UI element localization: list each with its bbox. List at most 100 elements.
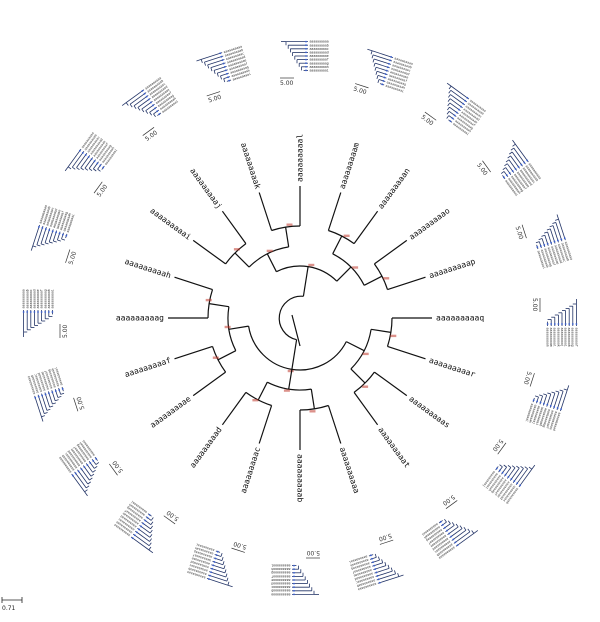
inset-node-dot — [48, 392, 50, 395]
inset-connector — [546, 228, 551, 231]
inset-node-dot — [212, 564, 215, 567]
inset-node-dot — [293, 589, 295, 592]
inset-connector — [373, 62, 376, 67]
inset-leaf-label: aaaaaaaaaf — [574, 328, 578, 347]
inset-leaf-branch — [76, 153, 88, 168]
inset-leaf-label: aaaaaaaaab — [310, 43, 329, 47]
inset-node-dot — [214, 557, 217, 560]
inset-leaf-label: aaaaaaaaah — [50, 368, 60, 388]
inset-leaf-branch — [58, 387, 62, 395]
inset-connector — [378, 556, 380, 561]
inset-connector — [76, 167, 80, 170]
inset-node-dot — [90, 158, 93, 161]
inset-leaf-label: aaaaaaaaai — [349, 554, 369, 564]
inset-node-dot — [455, 111, 458, 114]
leaf-label: aaaaaaaaaj — [188, 166, 224, 210]
inset-leaf-branch — [129, 92, 147, 105]
inset-leaf-label: aaaaaaaaaj — [560, 328, 564, 347]
inset-node-dot — [457, 108, 460, 111]
inset-node-dot — [305, 58, 307, 61]
inset-trees: aaaaaaaaafaaaaaaaaagaaaaaaaaahaaaaaaaaai… — [22, 40, 579, 597]
inset-node-dot — [546, 242, 549, 245]
inset-leaf-label: aaaaaaaaab — [188, 567, 208, 577]
inset-node-dot — [224, 69, 227, 72]
leaf-label: aaaaaaaaam — [338, 141, 361, 190]
leaf-label: aaaaaaaaak — [239, 141, 262, 190]
inset-connector — [40, 243, 45, 246]
internal-branch — [217, 350, 237, 361]
inset-connector — [87, 481, 91, 485]
inset-node-dot — [74, 472, 77, 475]
inset-connector — [381, 559, 384, 563]
inset-leaf-label: aaaaaaaaad — [271, 582, 290, 586]
inset-leaf-label: aaaaaaaaai — [310, 69, 329, 73]
inset-node-dot — [136, 531, 138, 534]
inset-leaf-branch — [553, 391, 560, 409]
inset-node-dot — [553, 406, 556, 408]
inset-connector — [145, 110, 149, 114]
inset-leaf-branch — [377, 576, 399, 584]
inset-leaf-label: aaaaaaaaaf — [310, 58, 329, 62]
inset-connector — [149, 529, 153, 534]
inset-leaf-label: aaaaaaaaak — [528, 404, 538, 424]
inset-node-dot — [223, 66, 226, 68]
inset-leaf-label: aaaaaaaaab — [560, 242, 570, 262]
inset-leaf-branch — [67, 148, 82, 168]
inset-node-dot — [215, 554, 218, 556]
inset-leaf-branch — [453, 531, 471, 544]
inset-leaf-branch — [556, 390, 564, 411]
inset-leaf-branch — [450, 90, 468, 103]
leaf-label: aaaaaaaaai — [148, 206, 192, 242]
inset-leaf-label: aaaaaaaaad — [552, 412, 562, 432]
inset-node-dot — [446, 529, 448, 532]
inset-connector — [447, 98, 451, 102]
inset-node-dot — [563, 237, 566, 240]
inset-connector — [448, 85, 452, 90]
internal-branch — [234, 252, 250, 268]
inset-node-dot — [305, 69, 307, 72]
inset-leaf-label: aaaaaaaaai — [232, 72, 252, 82]
internal-branch — [346, 341, 365, 352]
inset-connector — [224, 569, 227, 574]
inset-node-dot — [293, 575, 295, 578]
leaf-branch — [387, 345, 426, 360]
inset-node-dot — [386, 66, 389, 69]
inset-node-dot — [37, 395, 40, 398]
support-marker — [286, 223, 293, 226]
inset-node-dot — [305, 55, 307, 57]
inset-leaf-label: aaaaaaaaag — [571, 328, 575, 347]
inset-node-dot — [546, 323, 549, 325]
inset-connector — [41, 415, 45, 418]
inset-scale-line — [73, 397, 79, 412]
leaf-label: aaaaaaaaao — [407, 206, 451, 242]
inset-node-dot — [378, 581, 381, 584]
inset-node-dot — [47, 311, 50, 313]
inset-connector — [141, 108, 145, 113]
inset-root — [227, 584, 233, 588]
inset-scale-label: 5.00 — [280, 80, 294, 87]
leaf-branch — [327, 405, 342, 444]
inset-root — [30, 245, 34, 251]
inset-leaf-label: aaaaaaaaag — [387, 77, 407, 87]
inset-leaf-branch — [223, 76, 231, 80]
inset-node-dot — [383, 76, 386, 79]
inset-node-dot — [38, 225, 40, 228]
inset-leaf-label: aaaaaaaaai — [51, 289, 55, 308]
inset-node-dot — [520, 163, 523, 166]
inset-root — [121, 102, 127, 106]
inset-scale-label: 5.00 — [207, 94, 222, 105]
inset-node-dot — [34, 396, 37, 399]
inset-connector — [534, 395, 539, 398]
inset-leaf-label: aaaaaaaaag — [43, 289, 47, 308]
inset-node-dot — [37, 311, 39, 313]
inset-connector — [53, 240, 57, 243]
inset-leaf-label: aaaaaaaaai — [66, 213, 76, 233]
inset-node-dot — [456, 544, 459, 547]
inset-leaf-branch — [74, 471, 87, 489]
inset-node-dot — [389, 59, 391, 62]
inset-leaf-label: aaaaaaaaai — [385, 84, 405, 94]
inset-leaf-label: aaaaaaaaag — [351, 561, 371, 571]
inset-node-dot — [44, 228, 47, 230]
inset-leaf-label: aaaaaaaaaf — [545, 410, 555, 430]
